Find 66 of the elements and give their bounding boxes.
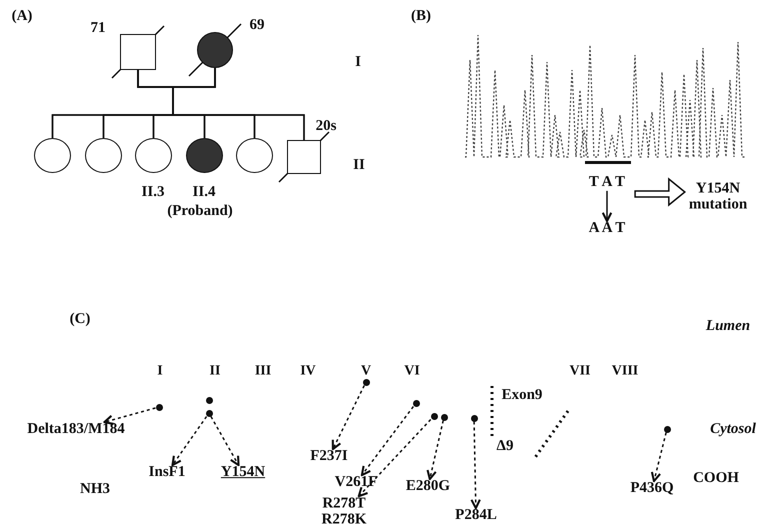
individual-label: II.4 — [192, 185, 216, 201]
arrow — [650, 432, 667, 482]
mutation-label: InsF1 — [148, 465, 186, 481]
mutation-dot — [206, 396, 212, 404]
arrow — [360, 406, 414, 476]
arrow — [358, 418, 432, 498]
mutation-label: P436Q — [630, 481, 674, 497]
mutation-label: Delta183/M184 — [27, 422, 125, 438]
age-label: 20s — [316, 119, 336, 135]
domain-label: III — [254, 364, 272, 380]
age-label: 71 — [90, 21, 106, 37]
domain-label: II — [210, 364, 220, 380]
mutation-label: R278T R278K — [322, 496, 366, 528]
exon-label: Exon9 — [502, 388, 542, 404]
domain-label: IV — [300, 364, 316, 380]
female-circle — [85, 138, 122, 173]
generation-label: II — [353, 158, 365, 174]
mutation-dot — [362, 378, 370, 386]
codon-label: A A T — [588, 221, 626, 237]
panel-label: (C) — [70, 312, 90, 328]
domain-label: VII — [570, 364, 590, 380]
male-square — [120, 34, 156, 70]
pedigree-line — [172, 68, 305, 140]
mutation-label: Y154N — [220, 465, 266, 481]
female-circle — [236, 138, 273, 173]
arrow — [470, 421, 481, 510]
domain-label: VI — [404, 364, 420, 380]
female-circle — [135, 138, 172, 173]
arrow — [171, 416, 208, 466]
region-label: Lumen — [706, 319, 750, 335]
individual-label: II.3 — [142, 185, 164, 201]
panel-label: (B) — [411, 9, 431, 25]
mutation-dot — [206, 410, 212, 416]
arrow — [210, 416, 240, 466]
affected-female-circle — [186, 138, 223, 173]
mutation-dot — [156, 404, 162, 410]
mutation-label: Y154N mutation — [688, 181, 748, 213]
mutation-dot — [440, 414, 448, 420]
mutation-dot — [412, 400, 420, 406]
exon-label: Δ9 — [496, 439, 514, 455]
mutation-label: P284L — [455, 508, 497, 524]
age-label: 69 — [250, 18, 264, 34]
mutation-label: F237I — [310, 449, 348, 465]
panel-label: (A) — [12, 9, 32, 25]
mutation-label: E280G — [406, 479, 450, 495]
affected-female-circle — [197, 32, 233, 68]
terminus-label: COOH — [693, 471, 739, 487]
region-label: Cytosol — [710, 422, 756, 438]
domain-label: V — [360, 364, 372, 380]
proband-label: (Proband) — [167, 204, 233, 220]
female-circle — [34, 138, 71, 173]
arrow — [332, 385, 365, 450]
domain-label: VIII — [612, 364, 638, 380]
mutation-dot — [664, 426, 670, 432]
codon-label: T A T — [588, 175, 626, 191]
arrow — [103, 407, 156, 425]
mutation-dot — [430, 412, 438, 420]
terminus-label: NH3 — [80, 482, 110, 498]
mutation-dot — [470, 414, 478, 422]
arrow — [426, 420, 444, 480]
generation-label: I — [355, 55, 361, 71]
arrow — [602, 190, 612, 222]
mutation-label: V261F — [334, 475, 378, 491]
block-arrow — [634, 177, 686, 207]
domain-label: I — [157, 364, 163, 380]
male-square — [287, 140, 321, 174]
